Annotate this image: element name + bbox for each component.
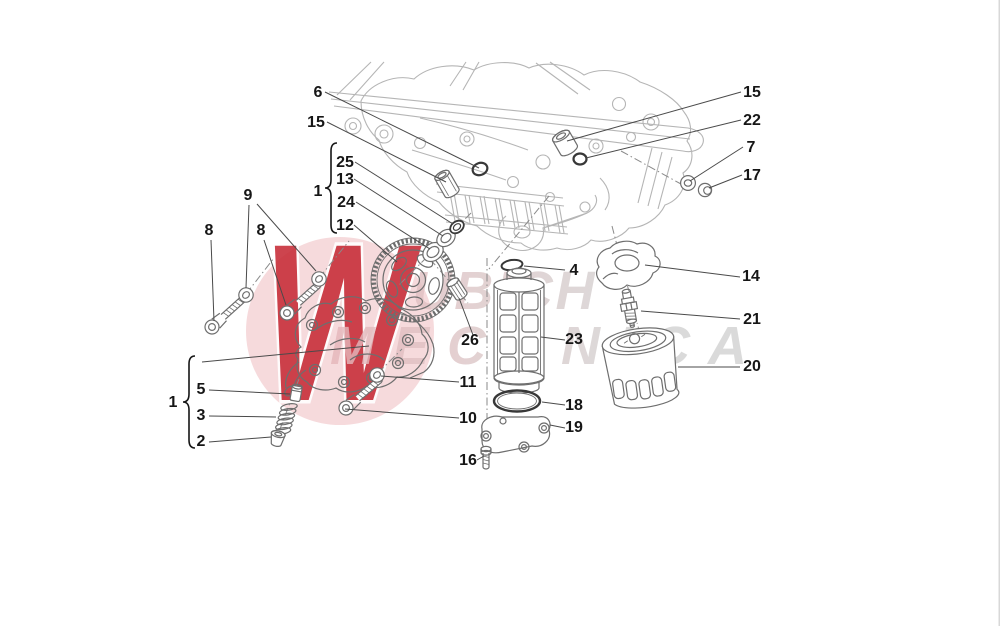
callout-7: 7 [747, 139, 756, 156]
bushing-26 [446, 277, 468, 301]
leader-line [566, 91, 742, 142]
group-bracket-left [182, 355, 196, 449]
bolt-8-right [279, 281, 322, 321]
leader-line [353, 224, 398, 263]
callout-26: 26 [461, 332, 479, 349]
leader-line [354, 161, 454, 225]
callout-21: 21 [743, 311, 761, 328]
leader-line [353, 178, 444, 237]
callout-15: 15 [743, 84, 761, 101]
callout-13: 13 [336, 171, 354, 188]
callout-25: 25 [336, 154, 354, 171]
washer-9-right [311, 271, 327, 287]
parts-layer [204, 129, 713, 470]
callout-15: 15 [307, 114, 325, 131]
bypass-valve-21 [618, 288, 640, 328]
leader-line [326, 121, 447, 183]
callout-19: 19 [565, 419, 583, 436]
retainer-plate-14 [596, 240, 661, 290]
callout-22: 22 [743, 112, 761, 129]
leader-line [585, 119, 742, 159]
leader-line [380, 375, 460, 383]
leader-line [208, 415, 277, 418]
leader-line [208, 436, 272, 443]
bolt-8-left [204, 295, 247, 335]
oil-filter-20 [601, 327, 680, 409]
cover-plate-19 [480, 415, 551, 454]
group-bracket-top [324, 142, 338, 234]
callout-10: 10 [459, 410, 477, 427]
bolt-10 [338, 376, 383, 416]
callout-14: 14 [742, 268, 760, 285]
leader-line [245, 204, 250, 289]
callout-4: 4 [570, 262, 579, 279]
callout-8: 8 [257, 222, 266, 239]
screw-17 [697, 182, 713, 198]
leader-line [541, 401, 566, 406]
callout-1: 1 [314, 183, 323, 200]
washer-11 [369, 367, 385, 383]
leader-line [523, 265, 566, 271]
o-ring-6 [471, 161, 489, 177]
leader-line [324, 91, 480, 169]
o-ring-22 [572, 152, 588, 166]
filter-cartridge-23 [493, 267, 545, 394]
leader-line [689, 146, 744, 182]
leader-line [201, 345, 370, 363]
callout-12: 12 [336, 217, 354, 234]
leader-line [355, 201, 431, 250]
callout-9: 9 [244, 187, 253, 204]
leader-line [256, 203, 317, 272]
leader-line [549, 424, 566, 429]
callout-17: 17 [743, 167, 761, 184]
leader-line [458, 297, 474, 336]
leader-line [344, 408, 460, 419]
screw-16 [480, 445, 492, 470]
callout-3: 3 [197, 407, 206, 424]
valve-plug-2 [270, 430, 286, 447]
callout-20: 20 [743, 358, 761, 375]
washer-9-left [238, 287, 254, 303]
leader-line [644, 264, 741, 278]
bushing-left [434, 169, 460, 199]
valve-piston-5 [289, 383, 303, 403]
callout-1: 1 [169, 394, 178, 411]
callout-18: 18 [565, 397, 583, 414]
leader-line [476, 455, 485, 461]
leader-line [640, 310, 741, 320]
leader-line [210, 239, 215, 322]
leader-line [208, 389, 291, 395]
crankcase-drawing [328, 61, 704, 251]
callout-11: 11 [460, 374, 477, 391]
leader-line [540, 336, 566, 341]
bushing-right [551, 129, 579, 157]
callout-23: 23 [565, 331, 583, 348]
callout-8: 8 [205, 222, 214, 239]
washer-7 [679, 175, 696, 192]
callout-2: 2 [197, 433, 206, 450]
o-ring-18 [492, 389, 542, 413]
leader-line [708, 174, 743, 189]
callout-5: 5 [197, 381, 206, 398]
callout-24: 24 [337, 194, 355, 211]
right-edge-line [998, 0, 1000, 626]
leader-line [263, 239, 287, 306]
callout-6: 6 [314, 84, 323, 101]
callout-16: 16 [459, 452, 477, 469]
